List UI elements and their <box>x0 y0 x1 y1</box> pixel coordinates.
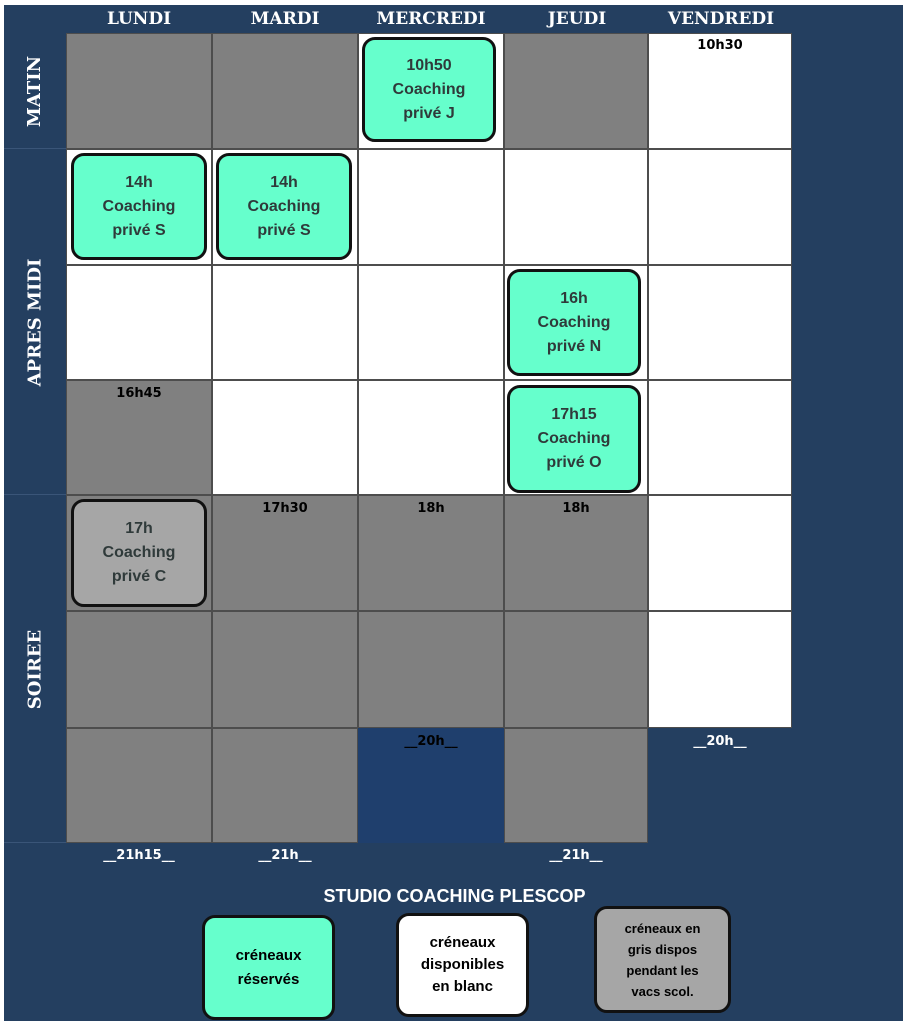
legend-reserved: créneaux réservés <box>202 915 335 1020</box>
slot-jeudi-soir2 <box>504 611 648 728</box>
time-label: __21h__ <box>549 848 603 863</box>
booking-title: Coaching <box>247 197 321 215</box>
booking-title: Coaching <box>537 313 611 331</box>
time-label: 10h30 <box>697 38 743 53</box>
day-header-vendredi: VENDREDI <box>667 9 775 29</box>
booking-card[interactable]: 10h50 Coaching privé J <box>362 37 496 142</box>
slot-lundi-matin <box>66 33 212 149</box>
slot-mercredi-pm2 <box>358 265 504 380</box>
booking-title: Coaching <box>392 80 466 98</box>
booking-client: privé O <box>546 454 602 471</box>
slot-lundi-pm3 <box>66 380 212 495</box>
studio-title: STUDIO COACHING PLESCOP <box>323 886 586 906</box>
slot-lundi-soir3 <box>66 728 212 843</box>
slot-jeudi-pm1 <box>504 149 648 265</box>
slot-mercredi-soir2 <box>358 611 504 728</box>
legend-available: créneaux disponibles en blanc <box>396 913 529 1017</box>
slot-vendredi-pm3 <box>648 380 792 495</box>
time-label: __20h__ <box>404 734 458 749</box>
period-divider <box>4 148 66 149</box>
booking-time: 14h <box>270 173 298 191</box>
booking-time: 17h15 <box>551 406 597 423</box>
slot-mardi-pm2 <box>212 265 358 380</box>
time-label: 18h <box>562 501 590 516</box>
day-header-mercredi: MERCREDI <box>376 9 486 29</box>
slot-mercredi-pm3 <box>358 380 504 495</box>
booking-time: 16h <box>560 289 588 307</box>
slot-lundi-pm2 <box>66 265 212 380</box>
booking-card[interactable]: 16h Coaching privé N <box>507 269 641 376</box>
day-header-mardi: MARDI <box>250 9 320 29</box>
time-label: 16h45 <box>116 386 162 401</box>
slot-jeudi-soir1 <box>504 495 648 611</box>
slot-mercredi-soir3 <box>358 728 504 843</box>
time-label: __20h__ <box>693 734 747 749</box>
time-label: 17h30 <box>262 501 308 516</box>
booking-title: Coaching <box>102 544 176 561</box>
booking-card[interactable]: 14h Coaching privé S <box>216 153 352 260</box>
booking-time: 14h <box>125 173 153 191</box>
slot-vendredi-soir1 <box>648 495 792 611</box>
booking-client: privé S <box>112 221 166 239</box>
day-header-lundi: LUNDI <box>106 9 172 29</box>
booking-title: Coaching <box>102 197 176 215</box>
booking-time: 17h <box>125 520 153 537</box>
slot-mardi-soir3 <box>212 728 358 843</box>
slot-mercredi-pm1 <box>358 149 504 265</box>
slot-vendredi-pm2 <box>648 265 792 380</box>
slot-vendredi-pm1 <box>648 149 792 265</box>
slot-mardi-soir2 <box>212 611 358 728</box>
period-label-matin: MATIN <box>24 55 46 127</box>
booking-client: privé C <box>111 568 167 585</box>
slot-mercredi-soir1 <box>358 495 504 611</box>
booking-time: 10h50 <box>406 56 452 74</box>
slot-mardi-pm3 <box>212 380 358 495</box>
slot-vendredi-matin <box>648 33 792 149</box>
booking-client: privé J <box>403 104 455 122</box>
legend-holidays: créneaux en gris dispos pendant les vacs… <box>594 906 731 1013</box>
period-label-soiree: SOIREE <box>24 629 46 709</box>
slot-vendredi-soir2 <box>648 611 792 728</box>
period-label-apres-midi: APRES MIDI <box>24 258 46 386</box>
slot-jeudi-soir3 <box>504 728 648 843</box>
slot-lundi-soir2 <box>66 611 212 728</box>
slot-jeudi-matin <box>504 33 648 149</box>
time-label: __21h15__ <box>103 848 175 863</box>
time-label: __21h__ <box>258 848 312 863</box>
booking-title: Coaching <box>537 430 611 447</box>
slot-mardi-soir1 <box>212 495 358 611</box>
booking-card[interactable]: 17h Coaching privé C <box>71 499 207 607</box>
booking-client: privé N <box>546 337 602 355</box>
booking-client: privé S <box>257 221 311 239</box>
day-header-jeudi: JEUDI <box>547 9 607 29</box>
period-divider <box>4 842 66 843</box>
period-divider <box>4 494 66 495</box>
booking-card[interactable]: 17h15 Coaching privé O <box>507 385 641 493</box>
booking-card[interactable]: 14h Coaching privé S <box>71 153 207 260</box>
time-label: 18h <box>417 501 445 516</box>
slot-mardi-matin <box>212 33 358 149</box>
